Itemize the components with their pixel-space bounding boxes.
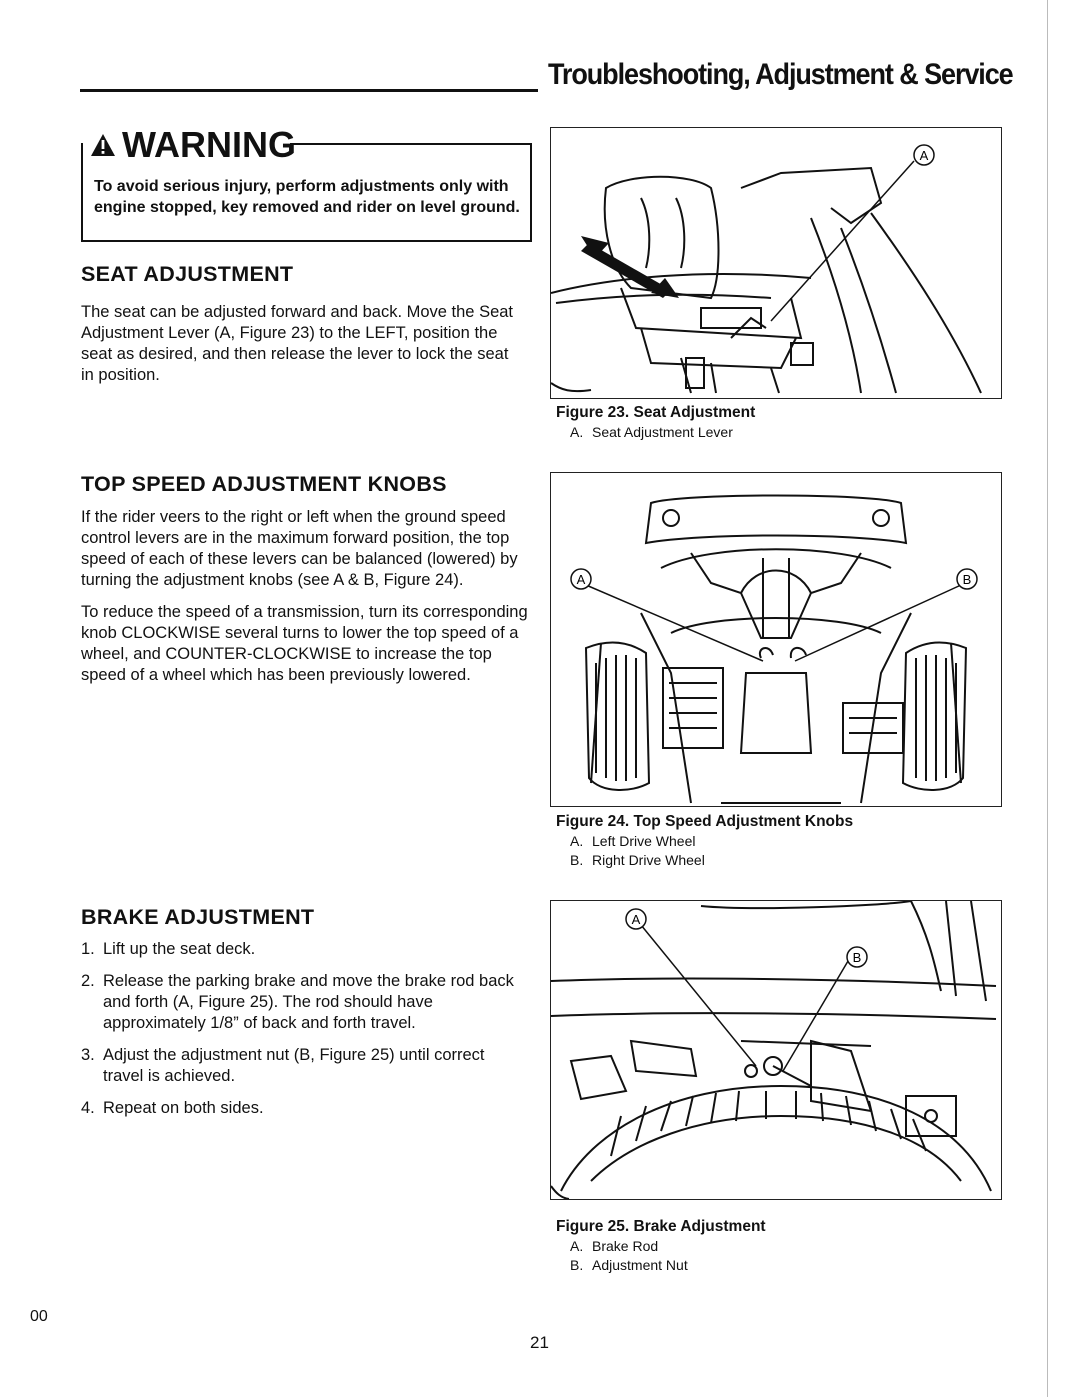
figure-24-caption: Figure 24. Top Speed Adjustment Knobs [556,813,854,830]
brake-adjustment-drawing: A B [550,900,997,1200]
page-header-title: Troubleshooting, Adjustment & Service [548,58,1014,91]
step-number: 1. [81,940,95,958]
top-speed-paragraph-1: If the rider veers to the right or left … [81,508,518,589]
seat-adjustment-body: The seat can be adjusted forward and bac… [81,303,514,384]
brake-step: 3. Adjust the adjustment nut (B, Figure 2… [81,1045,528,1087]
warning-triangle-icon [91,134,115,156]
legend-item: B.Adjustment Nut [570,1257,688,1273]
legend-item: B.Right Drive Wheel [570,852,705,868]
step-text: Adjust the adjustment nut (B, Figure 25)… [103,1046,485,1085]
warning-box [81,143,532,242]
legend-item: A.Left Drive Wheel [570,833,696,849]
top-speed-heading: TOP SPEED ADJUSTMENT KNOBS [81,472,447,496]
figure-25-legend: A.Brake Rod B.Adjustment Nut [570,1237,688,1275]
step-number: 4. [81,1099,95,1117]
step-text: Lift up the seat deck. [103,940,256,958]
figure-24-callout-a: A [577,572,586,587]
brake-adjustment-heading: BRAKE ADJUSTMENT [81,905,315,929]
brake-step: 4. Repeat on both sides. [81,1098,528,1119]
header-rule [80,89,538,92]
step-text: Repeat on both sides. [103,1099,264,1117]
seat-adjustment-drawing: A [550,144,982,394]
warning-title: WARNING [122,124,296,165]
figure-23-callout-a: A [920,148,929,163]
brake-step: 2. Release the parking brake and move the… [81,971,528,1034]
figure-23-illustration: A [550,127,1002,399]
corner-code: 00 [30,1308,48,1325]
top-speed-body: If the rider veers to the right or left … [81,507,528,697]
figure-25-callout-b: B [853,950,862,965]
step-number: 2. [81,972,95,990]
figure-23-legend: A.Seat Adjustment Lever [570,423,733,442]
legend-item: A.Seat Adjustment Lever [570,424,733,440]
warning-box-top-rule [290,143,530,145]
warning-text: To avoid serious injury, perform adjustm… [94,178,520,216]
figure-24-legend: A.Left Drive Wheel B.Right Drive Wheel [570,832,705,870]
figure-25-callout-a: A [632,912,641,927]
brake-steps: 1. Lift up the seat deck. 2. Release the p… [81,939,528,1130]
figure-24-illustration: A B [550,472,1002,807]
page-number: 21 [530,1333,549,1352]
legend-item: A.Brake Rod [570,1238,659,1254]
seat-adjustment-heading: SEAT ADJUSTMENT [81,262,294,286]
figure-25-caption: Figure 25. Brake Adjustment [556,1218,766,1235]
warning-heading: WARNING [90,124,296,166]
step-number: 3. [81,1046,95,1064]
brake-step: 1. Lift up the seat deck. [81,939,528,960]
figure-23-caption: Figure 23. Seat Adjustment [556,404,756,421]
top-speed-paragraph-2: To reduce the speed of a transmission, t… [81,603,528,684]
top-speed-knobs-drawing: A B [570,494,978,804]
page-edge-line [1047,0,1048,1397]
step-text: Release the parking brake and move the b… [103,972,514,1032]
figure-24-callout-b: B [963,572,972,587]
figure-25-illustration: A B [550,900,1002,1200]
